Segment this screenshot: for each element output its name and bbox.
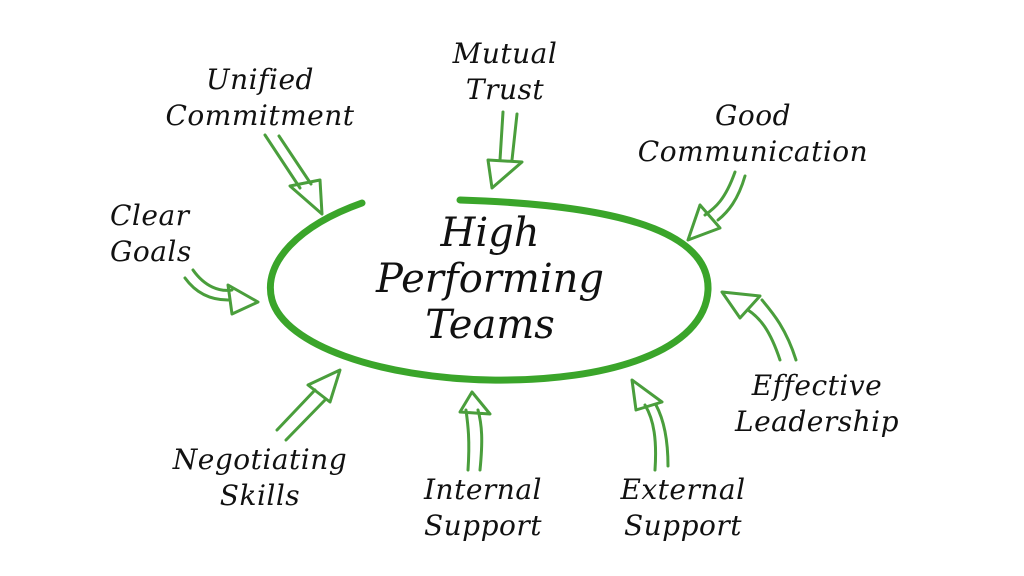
center-title-line3: Teams [425,302,555,348]
node-external-support: External Support [598,472,768,544]
arrow-mutual-trust [486,110,524,190]
arrow-internal-support [458,390,492,472]
node-unified-commitment: Unified Commitment [140,62,380,134]
node-good-communication: Good Communication [598,98,908,170]
node-label-line2: Communication [637,135,869,168]
arrow-negotiating-skills [275,368,342,442]
node-label-line2: Skills [219,479,301,512]
arrow-unified-commitment [263,133,324,216]
node-label-line2: Support [423,509,543,542]
node-effective-leadership: Effective Leadership [712,368,922,440]
node-label-line1: Good [714,99,791,132]
node-label-line2: Trust [465,73,545,106]
node-label-line2: Support [623,509,743,542]
node-label-line1: Negotiating [172,443,348,476]
node-label-line1: Effective [751,369,883,402]
arrow-clear-goals [183,268,260,316]
node-label-line1: Unified [206,63,314,96]
node-label-line2: Commitment [165,99,355,132]
node-label-line2: Leadership [734,405,900,438]
node-internal-support: Internal Support [398,472,568,544]
arrow-external-support [630,378,670,472]
node-negotiating-skills: Negotiating Skills [140,442,380,514]
center-ellipse [267,196,712,384]
node-label-line1: Mutual [452,37,558,70]
node-label-line2: Goals [110,235,192,268]
node-label-line1: Internal [424,473,542,506]
center-title-line1: High [440,210,540,256]
arrow-good-communication [686,170,747,242]
center-title-line2: Performing [375,256,604,302]
node-label-line1: External [620,473,746,506]
node-label-line1: Clear [110,199,190,232]
center-title: High Performing Teams [320,210,660,348]
arrow-effective-leadership [720,290,798,362]
node-clear-goals: Clear Goals [110,198,230,270]
node-mutual-trust: Mutual Trust [420,36,590,108]
